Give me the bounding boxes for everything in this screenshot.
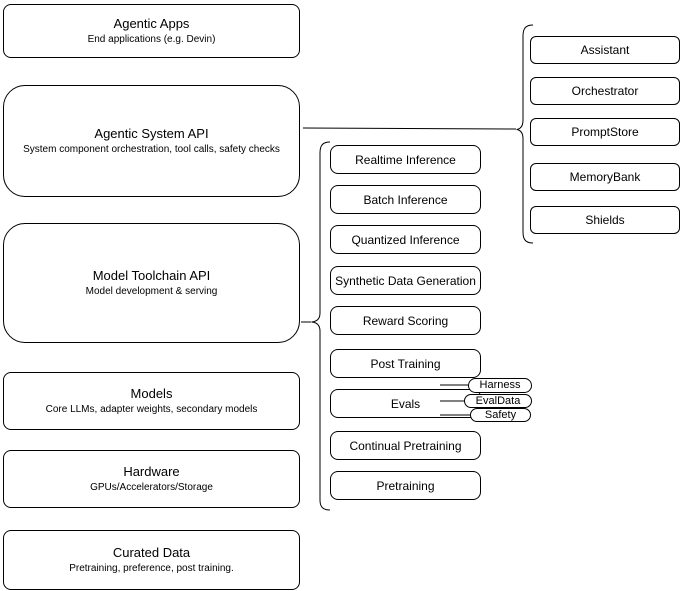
layer-title: Models [130,386,173,401]
layer-title: Curated Data [112,545,191,560]
toolchain-item-reward-scoring: Reward Scoring [330,306,481,335]
layer-subtitle: Pretraining, preference, post training. [69,563,234,574]
component-shields: Shields [530,206,680,234]
layer-agentic-system-api: Agentic System API System component orch… [3,85,300,197]
layer-title: Agentic System API [94,126,209,141]
toolchain-item-continual-pretraining: Continual Pretraining [330,431,481,460]
layer-hardware: Hardware GPUs/Accelerators/Storage [3,450,300,508]
component-promptstore: PromptStore [530,118,680,146]
layer-subtitle: Model development & serving [85,286,218,297]
toolchain-item-post-training: Post Training [330,349,481,378]
layer-subtitle: End applications (e.g. Devin) [87,34,216,45]
curly-brace-toolchain-items [311,141,331,511]
component-assistant: Assistant [530,36,680,64]
layer-title: Agentic Apps [113,16,190,31]
layer-agentic-apps: Agentic Apps End applications (e.g. Devi… [3,4,300,58]
eval-tag-safety: Safety [470,408,531,422]
toolchain-item-quantized-inference: Quantized Inference [330,225,481,254]
layer-subtitle: GPUs/Accelerators/Storage [90,482,213,493]
toolchain-item-batch-inference: Batch Inference [330,185,481,214]
layer-subtitle: System component orchestration, tool cal… [23,144,280,155]
layer-title: Hardware [123,464,180,479]
toolchain-item-evals: Evals [330,389,481,418]
component-memorybank: MemoryBank [530,163,680,191]
layer-models: Models Core LLMs, adapter weights, secon… [3,372,300,430]
layer-model-toolchain-api: Model Toolchain API Model development & … [3,223,300,343]
toolchain-item-pretraining: Pretraining [330,471,481,500]
layer-curated-data: Curated Data Pretraining, preference, po… [3,530,300,590]
eval-tag-harness: Harness [468,378,532,393]
toolchain-item-realtime-inference: Realtime Inference [330,145,481,174]
toolchain-item-synthetic-data-generation: Synthetic Data Generation [330,266,481,295]
component-orchestrator: Orchestrator [530,77,680,105]
eval-tag-evaldata: EvalData [464,394,532,408]
layer-title: Model Toolchain API [92,268,211,283]
layer-subtitle: Core LLMs, adapter weights, secondary mo… [45,404,258,415]
connector-system-api-to-components [302,127,517,130]
